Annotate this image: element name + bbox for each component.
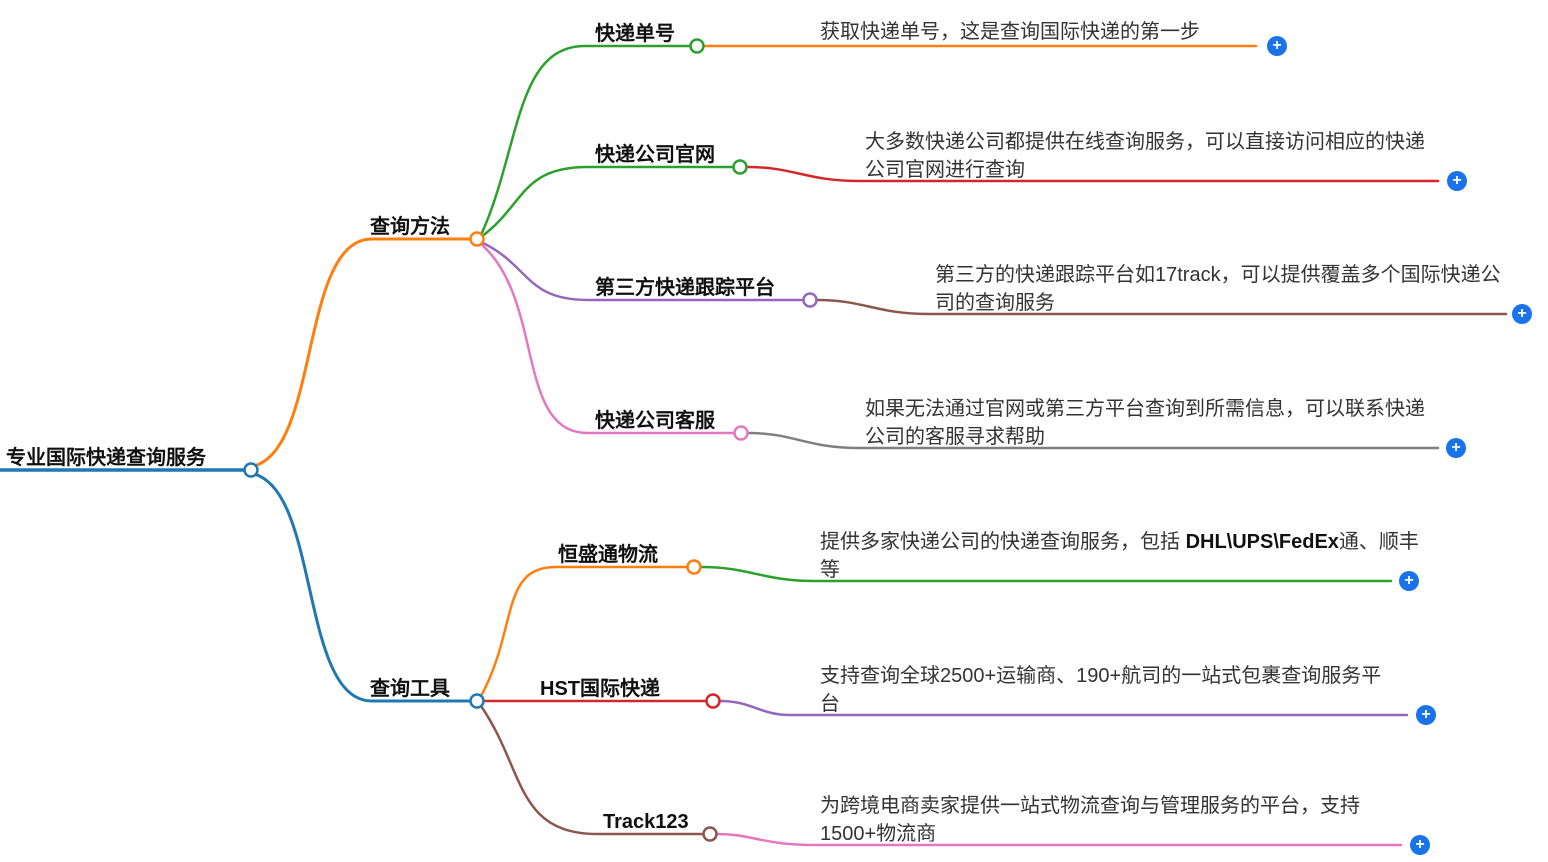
edge-desc-track123	[715, 832, 1403, 847]
node-circle-third-party-platform[interactable]	[802, 292, 818, 308]
edge-desc-customer-service	[746, 431, 1440, 450]
node-customer-service-label[interactable]: 快递公司客服	[595, 410, 715, 432]
edge-to-tracking-number	[479, 44, 692, 237]
desc-hst[interactable]: 支持查询全球2500+运输商、190+航司的一站式包裹查询服务平台	[820, 665, 1382, 715]
node-circle-query-tools[interactable]	[469, 693, 485, 709]
edge-to-hengshengtong	[479, 565, 689, 698]
edge-root-to-query-tools	[252, 472, 472, 703]
edge-to-track123	[479, 704, 705, 836]
node-circle-tracking-number[interactable]	[689, 38, 705, 54]
node-hst-label[interactable]: HST国际快递	[540, 678, 660, 700]
desc-tracking-number[interactable]: 获取快递单号，这是查询国际快递的第一步	[820, 21, 1200, 43]
node-tracking-number-label[interactable]: 快递单号	[595, 23, 675, 45]
edge-root-to-query-methods	[252, 237, 472, 468]
expand-button-hst[interactable]: +	[1416, 705, 1436, 725]
node-third-party-platform-label[interactable]: 第三方快递跟踪平台	[595, 277, 775, 299]
edge-to-official-website	[479, 165, 735, 239]
expand-button-customer-service[interactable]: +	[1446, 438, 1466, 458]
desc-track123[interactable]: 为跨境电商卖家提供一站式物流查询与管理服务的平台，支持1500+物流商	[820, 795, 1360, 845]
desc-third-party-platform[interactable]: 第三方的快递跟踪平台如17track，可以提供覆盖多个国际快递公司的查询服务	[935, 264, 1501, 314]
expand-button-track123[interactable]: +	[1410, 835, 1430, 855]
expand-button-tracking-number[interactable]: +	[1267, 36, 1287, 56]
edge-to-customer-service	[479, 242, 736, 435]
edge-desc-official-website	[745, 165, 1440, 183]
node-official-website-label[interactable]: 快递公司官网	[595, 144, 715, 166]
node-circle-hengshengtong[interactable]	[686, 559, 702, 575]
desc-hengshengtong-carriers: DHL\UPS\FedEx	[1185, 531, 1339, 553]
edge-desc-hengshengtong	[699, 565, 1393, 583]
desc-official-website[interactable]: 大多数快递公司都提供在线查询服务，可以直接访问相应的快递公司官网进行查询	[865, 131, 1425, 181]
node-circle-query-methods[interactable]	[469, 231, 485, 247]
edge-to-third-party-platform	[479, 240, 805, 302]
desc-hengshengtong-post: 通、顺丰等	[820, 531, 1419, 581]
edge-desc-third-party-platform	[815, 298, 1508, 316]
node-hengshengtong-label[interactable]: 恒盛通物流	[558, 544, 658, 566]
expand-button-official-website[interactable]: +	[1447, 171, 1467, 191]
desc-hengshengtong-pre: 提供多家快递公司的快递查询服务，包括	[820, 531, 1186, 553]
expand-button-hengshengtong[interactable]: +	[1399, 571, 1419, 591]
expand-button-third-party-platform[interactable]: +	[1512, 304, 1532, 324]
node-circle-customer-service[interactable]	[733, 425, 749, 441]
edge-desc-hst	[718, 699, 1409, 717]
node-circle-root[interactable]	[243, 462, 259, 478]
node-circle-official-website[interactable]	[732, 159, 748, 175]
node-circle-hst[interactable]	[705, 693, 721, 709]
desc-hengshengtong[interactable]: 提供多家快递公司的快递查询服务，包括 DHL\UPS\FedEx通、顺丰等	[820, 528, 1420, 584]
branch-query-tools-label[interactable]: 查询工具	[370, 678, 450, 700]
node-circle-track123[interactable]	[702, 826, 718, 842]
root-node-label[interactable]: 专业国际快递查询服务	[6, 447, 206, 469]
branch-query-methods-label[interactable]: 查询方法	[370, 216, 450, 238]
node-track123-label[interactable]: Track123	[603, 811, 689, 833]
desc-customer-service[interactable]: 如果无法通过官网或第三方平台查询到所需信息，可以联系快递公司的客服寻求帮助	[865, 398, 1425, 448]
